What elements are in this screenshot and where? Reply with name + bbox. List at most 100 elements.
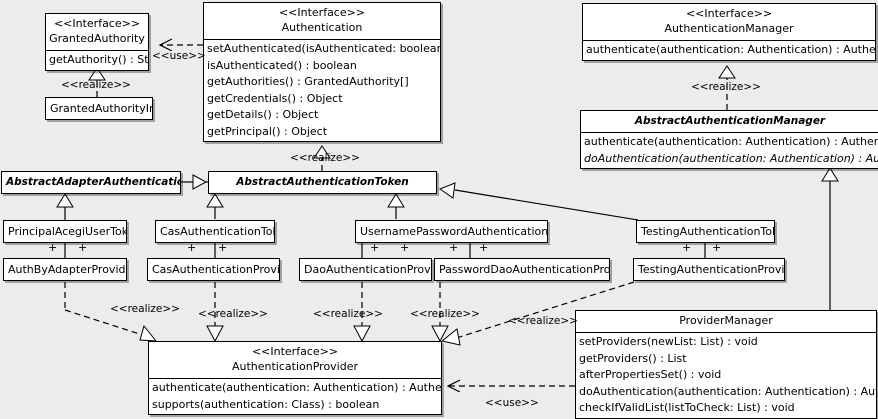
member-row: getAuthority() : String bbox=[49, 53, 149, 66]
class-granted-authority[interactable]: <<Interface>> GrantedAuthority getAuthor… bbox=[45, 13, 149, 71]
class-header: AbstractAuthenticationManager bbox=[581, 111, 878, 132]
class-members: authenticate(authentication: Authenticat… bbox=[581, 132, 878, 168]
multiplicity-plus: + bbox=[400, 241, 410, 254]
class-name: GrantedAuthority bbox=[49, 32, 145, 45]
multiplicity-plus: + bbox=[712, 241, 722, 254]
edge-label-realize-cas-provider: <<realize>> bbox=[198, 308, 268, 320]
class-name: TestingAuthenticationProvider bbox=[638, 263, 785, 276]
class-header: TestingAuthenticationToken bbox=[637, 221, 774, 242]
class-name: CasAuthenticationProvider bbox=[152, 263, 280, 276]
member-row: supports(authentication: Class) : boolea… bbox=[152, 397, 380, 411]
class-header: PasswordDaoAuthenticationProvider bbox=[435, 259, 609, 280]
class-principal-acegi-user-token[interactable]: PrincipalAcegiUserToken bbox=[3, 220, 127, 243]
class-name: UsernamePasswordAuthenticationToken bbox=[360, 225, 548, 238]
edge-label-realize-abstract-auth-manager: <<realize>> bbox=[691, 81, 761, 93]
class-name: AuthByAdapterProvider bbox=[8, 263, 127, 276]
edge-label-realize-password-dao-provider: <<realize>> bbox=[410, 308, 480, 320]
class-header: ProviderManager bbox=[576, 311, 876, 332]
class-header: <<Interface>> Authentication bbox=[204, 3, 440, 39]
class-provider-manager[interactable]: ProviderManager setProviders(newList: Li… bbox=[575, 310, 877, 419]
multiplicity-plus: + bbox=[78, 241, 88, 254]
class-name: GrantedAuthorityImpl bbox=[50, 102, 152, 115]
class-username-password-authentication-token[interactable]: UsernamePasswordAuthenticationToken bbox=[355, 220, 548, 243]
class-name: CasAuthenticationToken bbox=[160, 225, 274, 238]
member-row: getDetails() : Object bbox=[207, 108, 319, 121]
class-name: DaoAuthenticationProvider bbox=[304, 263, 431, 276]
multiplicity-plus: + bbox=[187, 241, 197, 254]
class-granted-authority-impl[interactable]: GrantedAuthorityImpl bbox=[45, 97, 153, 120]
class-members: getAuthority() : String bbox=[46, 50, 148, 70]
class-dao-authentication-provider[interactable]: DaoAuthenticationProvider bbox=[299, 258, 432, 281]
member-row: getPrincipal() : Object bbox=[207, 124, 328, 138]
edge-label-use-provider-manager: <<use>> bbox=[485, 397, 539, 409]
edge-label-use-authentication-granted: <<use>> bbox=[152, 50, 206, 62]
class-name: AbstractAuthenticationManager bbox=[634, 115, 826, 127]
edge-label-realize-auth-by-adapter: <<realize>> bbox=[110, 303, 180, 315]
class-header: DaoAuthenticationProvider bbox=[300, 259, 431, 280]
class-members: setProviders(newList: List) : void getPr… bbox=[576, 332, 876, 418]
multiplicity-plus: + bbox=[682, 241, 692, 254]
stereotype-label: <<Interface>> bbox=[251, 345, 339, 358]
class-members: authenticate(authentication: Authenticat… bbox=[583, 40, 875, 60]
class-header: PrincipalAcegiUserToken bbox=[4, 221, 126, 242]
class-cas-authentication-provider[interactable]: CasAuthenticationProvider bbox=[147, 258, 280, 281]
class-header: AbstractAuthenticationToken bbox=[209, 172, 436, 193]
member-row: doAuthentication(authentication: Authent… bbox=[579, 384, 876, 398]
class-header: <<Interface>> AuthenticationManager bbox=[583, 4, 875, 40]
class-auth-by-adapter-provider[interactable]: AuthByAdapterProvider bbox=[3, 258, 127, 281]
class-header: CasAuthenticationProvider bbox=[148, 259, 279, 280]
class-header: GrantedAuthorityImpl bbox=[46, 98, 152, 119]
class-header: CasAuthenticationToken bbox=[156, 221, 274, 242]
class-header: UsernamePasswordAuthenticationToken bbox=[356, 221, 547, 242]
class-members: setAuthenticated(isAuthenticated: boolea… bbox=[204, 39, 440, 141]
class-header: AbstractAdapterAuthenticationToken bbox=[2, 172, 180, 193]
edge-label-realize-granted-impl: <<realize>> bbox=[61, 79, 131, 91]
multiplicity-plus: + bbox=[479, 241, 489, 254]
multiplicity-plus: + bbox=[370, 241, 380, 254]
class-members: authenticate(authentication: Authenticat… bbox=[149, 378, 441, 414]
member-row: getCredentials() : Object bbox=[207, 91, 343, 105]
edge-label-realize-authentication-token: <<realize>> bbox=[290, 152, 360, 164]
class-name: Authentication bbox=[281, 21, 363, 34]
class-header: <<Interface>> GrantedAuthority bbox=[46, 14, 148, 50]
multiplicity-plus: + bbox=[218, 241, 228, 254]
class-header: AuthByAdapterProvider bbox=[4, 259, 126, 280]
class-header: TestingAuthenticationProvider bbox=[634, 259, 784, 280]
edge-label-realize-testing-provider: <<realize>> bbox=[508, 315, 578, 327]
multiplicity-plus: + bbox=[449, 241, 459, 254]
class-abstract-authentication-token[interactable]: AbstractAuthenticationToken bbox=[208, 171, 437, 194]
class-abstract-authentication-manager[interactable]: AbstractAuthenticationManager authentica… bbox=[580, 110, 878, 169]
stereotype-label: <<Interface>> bbox=[53, 17, 141, 30]
class-testing-authentication-provider[interactable]: TestingAuthenticationProvider bbox=[633, 258, 785, 281]
member-row: authenticate(authentication: Authenticat… bbox=[584, 135, 878, 148]
multiplicity-plus: + bbox=[48, 241, 58, 254]
member-row: isAuthenticated() : boolean bbox=[207, 58, 357, 72]
member-row: afterPropertiesSet() : void bbox=[579, 368, 722, 381]
class-name: AbstractAdapterAuthenticationToken bbox=[6, 176, 180, 188]
stereotype-label: <<Interface>> bbox=[278, 6, 366, 19]
class-password-dao-authentication-provider[interactable]: PasswordDaoAuthenticationProvider bbox=[434, 258, 610, 281]
member-row: checkIfValidList(listToCheck: List) : vo… bbox=[579, 401, 795, 414]
class-name: ProviderManager bbox=[679, 314, 773, 327]
class-name: AbstractAuthenticationToken bbox=[236, 176, 409, 188]
class-authentication[interactable]: <<Interface>> Authentication setAuthenti… bbox=[203, 2, 441, 142]
class-name: AuthenticationManager bbox=[664, 22, 794, 35]
stereotype-label: <<Interface>> bbox=[685, 7, 773, 20]
member-row: doAuthentication(authentication: Authent… bbox=[584, 151, 878, 165]
member-row: authenticate(authentication: Authenticat… bbox=[586, 43, 876, 56]
class-name: TestingAuthenticationToken bbox=[641, 225, 774, 238]
member-row: getAuthorities() : GrantedAuthority[] bbox=[207, 75, 409, 88]
member-row: authenticate(authentication: Authenticat… bbox=[152, 381, 442, 394]
class-name: PasswordDaoAuthenticationProvider bbox=[439, 263, 610, 276]
edge-label-realize-dao-provider: <<realize>> bbox=[313, 308, 383, 320]
class-name: PrincipalAcegiUserToken bbox=[8, 225, 126, 238]
class-testing-authentication-token[interactable]: TestingAuthenticationToken bbox=[636, 220, 775, 243]
class-cas-authentication-token[interactable]: CasAuthenticationToken bbox=[155, 220, 275, 243]
class-abstract-adapter-authentication-token[interactable]: AbstractAdapterAuthenticationToken bbox=[1, 171, 181, 194]
class-authentication-provider[interactable]: <<Interface>> AuthenticationProvider aut… bbox=[148, 341, 442, 415]
class-authentication-manager[interactable]: <<Interface>> AuthenticationManager auth… bbox=[582, 3, 876, 61]
class-header: <<Interface>> AuthenticationProvider bbox=[149, 342, 441, 378]
member-row: setAuthenticated(isAuthenticated: boolea… bbox=[207, 42, 440, 55]
member-row: setProviders(newList: List) : void bbox=[579, 335, 758, 348]
